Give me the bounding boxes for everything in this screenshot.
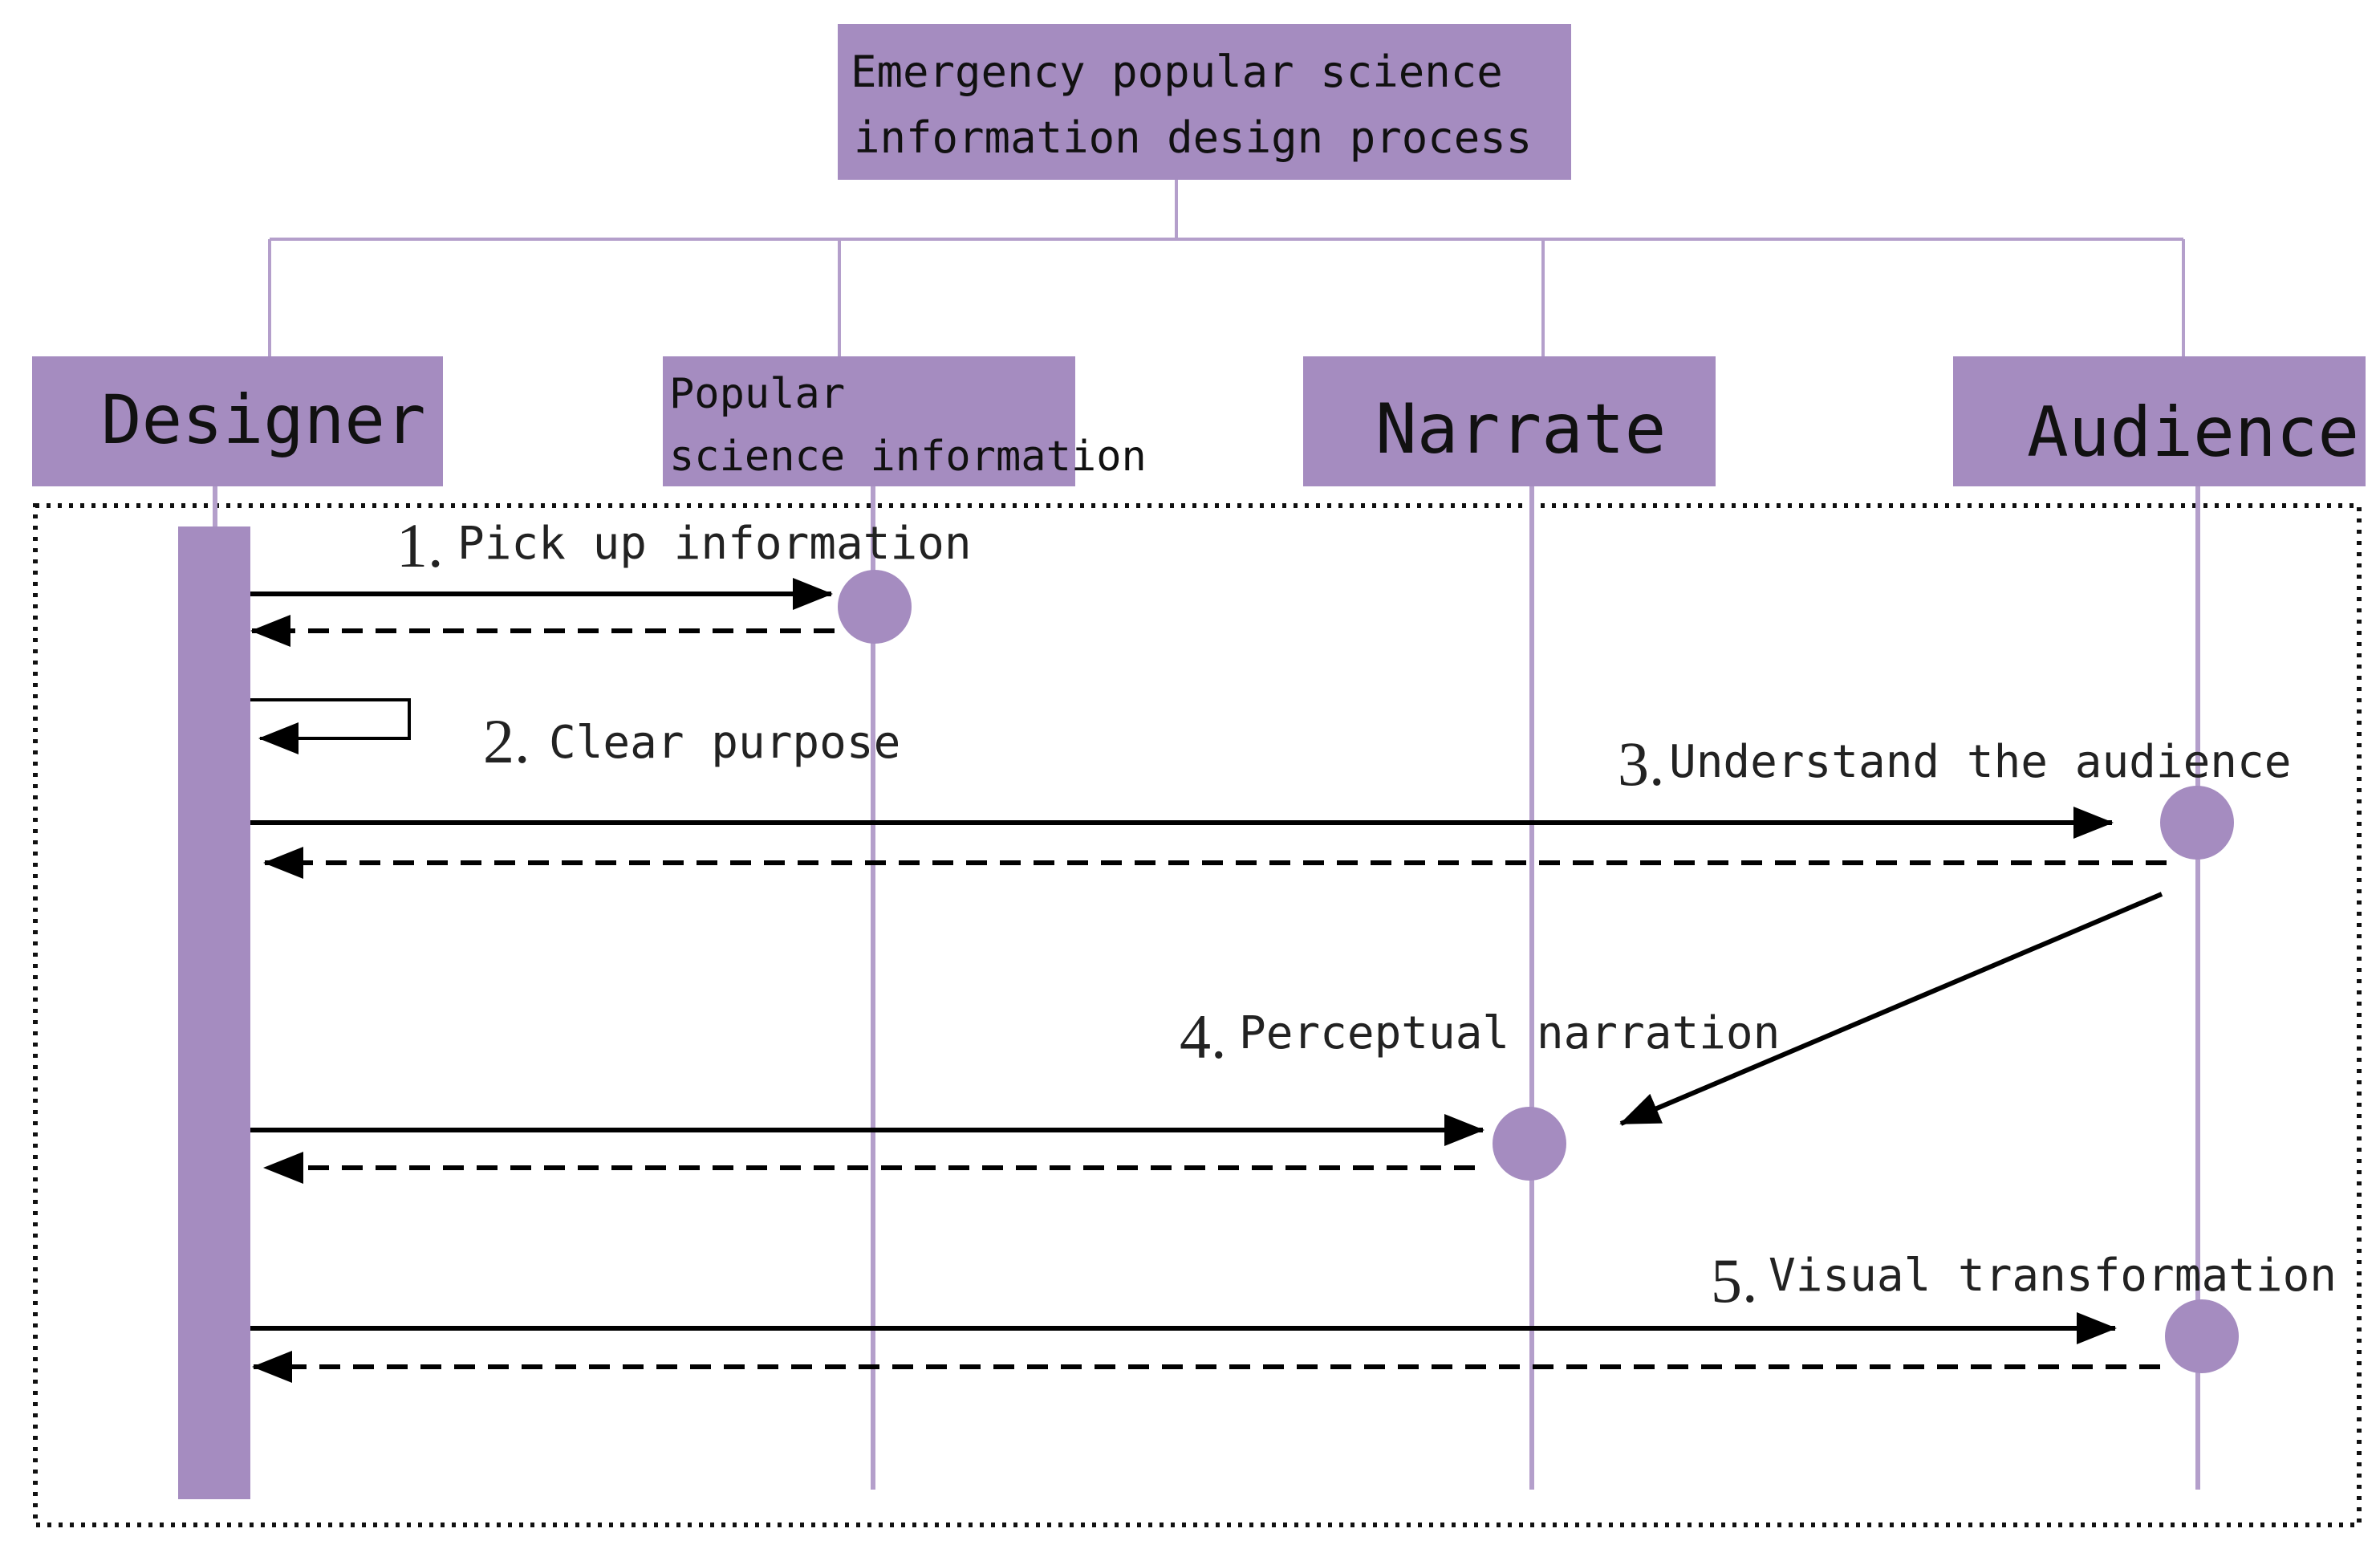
- messages: [250, 578, 2167, 1383]
- step-1-number: 1.: [396, 510, 444, 580]
- dotted-frame: [33, 503, 2362, 1527]
- hierarchy-connectors: [268, 180, 2185, 356]
- lane-info-label-2: science information: [669, 433, 1147, 481]
- designer-activation-bar: [178, 526, 250, 1499]
- lane-narrate-box: Narrate: [1303, 356, 1716, 486]
- step-5-number: 5.: [1711, 1246, 1758, 1315]
- event-circle-1: [838, 570, 912, 644]
- lane-info-label-1: Popular: [669, 370, 845, 418]
- event-circle-5: [2165, 1299, 2239, 1373]
- step-3-text: Understand the audience: [1669, 736, 2291, 788]
- message-2-self: [250, 698, 411, 754]
- step-2-text: Clear purpose: [549, 717, 900, 769]
- step-4-text: Perceptual narration: [1239, 1007, 1780, 1059]
- step-2-label: 2. Clear purpose: [483, 706, 900, 776]
- lane-audience-box: Audience: [1953, 356, 2366, 486]
- title-line-2: information design process: [854, 112, 1532, 163]
- event-circle-4: [1493, 1107, 1566, 1181]
- step-5-text: Visual transformation: [1769, 1250, 2337, 1302]
- event-circles: [838, 570, 2239, 1373]
- lane-designer-label: Designer: [101, 380, 426, 459]
- step-2-number: 2.: [483, 706, 530, 776]
- step-3-label: 3. Understand the audience: [1618, 729, 2291, 799]
- message-audience-to-narrate: [1619, 892, 2163, 1126]
- lane-audience-label: Audience: [2027, 392, 2359, 473]
- step-1-text: Pick up information: [457, 518, 972, 570]
- lifelines: [213, 486, 2200, 1490]
- step-5-label: 5. Visual transformation: [1711, 1246, 2337, 1315]
- step-4-label: 4. Perceptual narration: [1180, 1002, 1780, 1071]
- lane-designer-box: Designer: [32, 356, 443, 486]
- step-4-number: 4.: [1180, 1002, 1227, 1071]
- step-3-number: 3.: [1618, 729, 1665, 799]
- title-box: Emergency popular science information de…: [838, 24, 1571, 180]
- step-1-label: 1. Pick up information: [396, 510, 972, 580]
- title-line-1: Emergency popular science: [851, 47, 1503, 97]
- lane-info-box: Popular science information: [663, 356, 1147, 486]
- event-circle-3: [2160, 786, 2234, 860]
- lane-narrate-label: Narrate: [1375, 389, 1666, 470]
